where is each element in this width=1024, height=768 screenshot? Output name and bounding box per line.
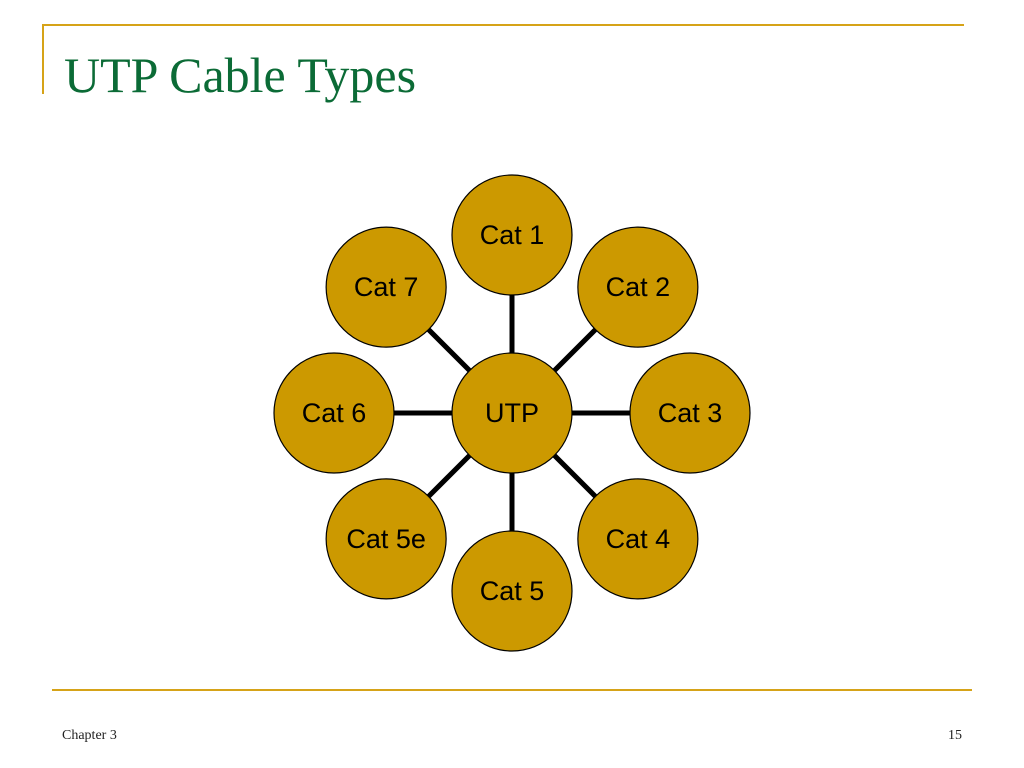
node-cat-5e-label: Cat 5e <box>346 524 426 554</box>
connector-cat-5e <box>426 453 472 499</box>
node-cat-5-circle <box>451 530 573 652</box>
node-cat-7-circle <box>325 226 447 348</box>
footer-chapter: Chapter 3 <box>62 728 117 743</box>
node-cat-2: Cat 2 <box>577 226 699 348</box>
hub-node-utp-label: UTP <box>485 398 539 428</box>
title-frame-top-rule <box>42 24 964 26</box>
node-cat-1: Cat 1 <box>451 174 573 296</box>
node-cat-2-label: Cat 2 <box>606 272 671 302</box>
node-cat-2-circle <box>577 226 699 348</box>
node-cat-1-circle <box>451 174 573 296</box>
node-cat-4-circle <box>577 478 699 600</box>
node-cat-4: Cat 4 <box>577 478 699 600</box>
node-cat-1-label: Cat 1 <box>480 220 545 250</box>
connector-group <box>394 295 630 531</box>
node-cat-3-label: Cat 3 <box>658 398 723 428</box>
node-cat-6: Cat 6 <box>273 352 395 474</box>
node-cat-7: Cat 7 <box>325 226 447 348</box>
hub-node-utp: UTP <box>451 352 573 474</box>
node-cat-3: Cat 3 <box>629 352 751 474</box>
node-cat-6-label: Cat 6 <box>302 398 367 428</box>
node-cat-6-circle <box>273 352 395 474</box>
page-number: 15 <box>948 728 962 743</box>
node-cat-5e: Cat 5e <box>325 478 447 600</box>
node-group: Cat 1 Cat 2 Cat 3 Cat 4 Cat 5 Cat 5e Cat 6 Cat … <box>273 174 751 652</box>
slide-title: UTP Cable Types <box>64 47 417 103</box>
title-frame-left-rule <box>42 24 44 94</box>
connector-cat-4 <box>552 453 598 499</box>
node-cat-3-circle <box>629 352 751 474</box>
node-cat-5e-circle <box>325 478 447 600</box>
footer-rule <box>52 689 972 691</box>
hub-node-utp-circle <box>451 352 573 474</box>
node-cat-7-label: Cat 7 <box>354 272 419 302</box>
node-cat-4-label: Cat 4 <box>606 524 671 554</box>
node-cat-5-label: Cat 5 <box>480 576 545 606</box>
connector-cat-7 <box>426 327 472 373</box>
connector-cat-2 <box>552 327 598 373</box>
node-cat-5: Cat 5 <box>451 530 573 652</box>
